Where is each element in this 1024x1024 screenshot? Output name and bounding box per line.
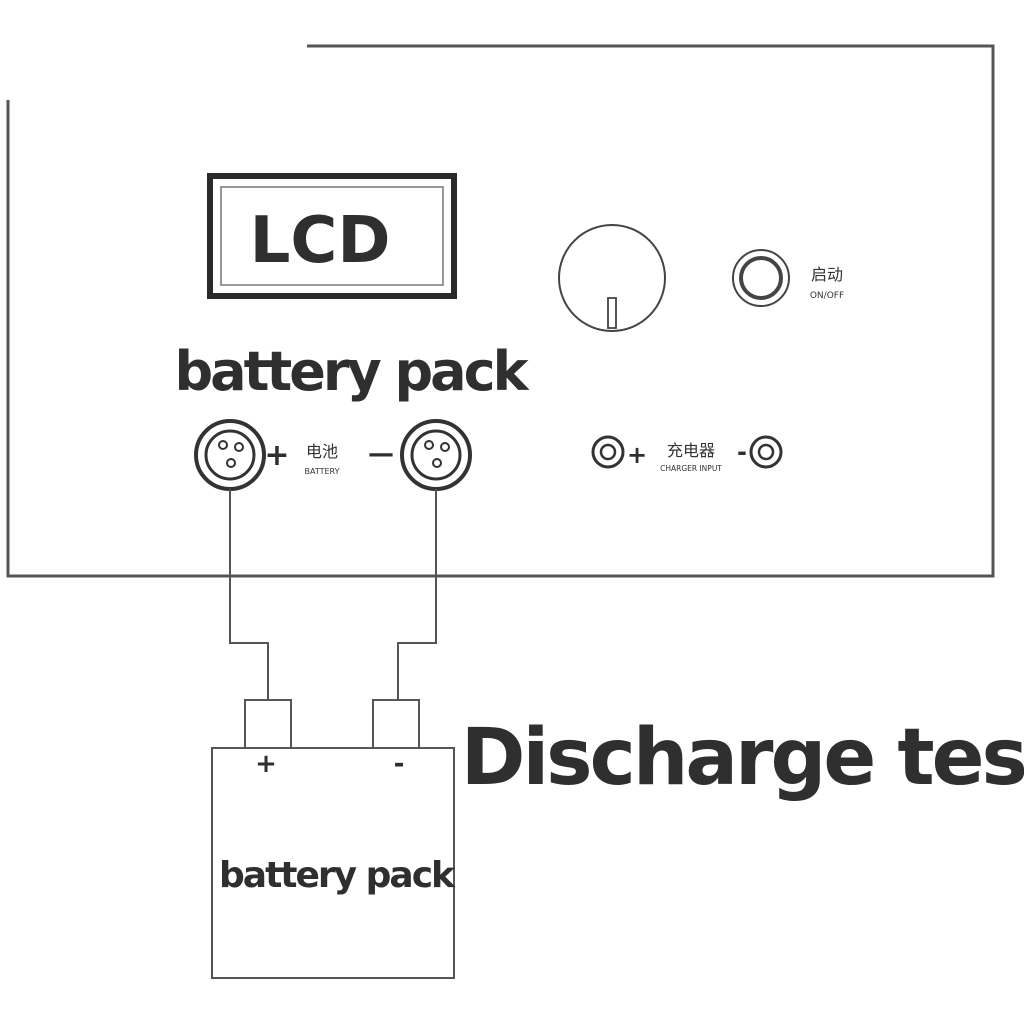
lcd-label: LCD [250, 204, 391, 278]
charger-plus-jack[interactable] [591, 435, 625, 469]
battery-plus-terminal [244, 699, 292, 749]
device-panel [6, 44, 995, 578]
battery-plus-sign: + [264, 438, 289, 473]
positive-wire [229, 489, 269, 700]
battery-minus-terminal [372, 699, 420, 749]
battery-label-en: BATTERY [305, 467, 340, 476]
negative-wire [397, 489, 437, 700]
battery-minus-connector[interactable] [400, 419, 472, 491]
battery-pack-label: battery pack [219, 855, 456, 896]
panel-battery-pack-label: battery pack [175, 340, 530, 403]
charger-label-cn: 充电器 [667, 441, 715, 460]
charger-plus-sign: + [627, 441, 647, 469]
charger-minus-sign: - [737, 438, 747, 466]
discharge-test-caption: Discharge test [461, 713, 1024, 803]
on-off-label-cn: 启动 [811, 265, 843, 284]
charger-minus-jack[interactable] [749, 435, 783, 469]
battery-pack-body [211, 747, 455, 979]
adjust-knob[interactable] [558, 224, 666, 332]
lcd-display: LCD [207, 173, 457, 299]
on-off-label-en: ON/OFF [810, 291, 844, 301]
on-off-button[interactable] [732, 249, 790, 307]
charger-label-en: CHARGER INPUT [660, 464, 722, 473]
battery-minus-sign: — [368, 439, 394, 469]
battery-pack-plus: + [255, 749, 277, 779]
battery-label-cn: 电池 [306, 442, 338, 461]
battery-pack-minus: - [394, 749, 405, 779]
battery-plus-connector[interactable] [194, 419, 266, 491]
